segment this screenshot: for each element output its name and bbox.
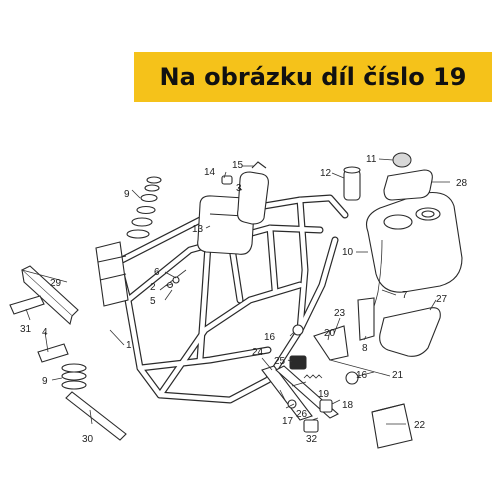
pump-part-12: [343, 166, 361, 201]
filler-part-28: [383, 169, 433, 201]
callout-20: 20: [324, 328, 336, 339]
part-number-banner: Na obrázku díl číslo 19: [134, 52, 492, 102]
callout-25: 25: [274, 356, 286, 367]
reservoir-part-3: [237, 171, 269, 225]
callout-28: 28: [456, 178, 468, 189]
callout-16-left: 16: [264, 332, 276, 343]
callout-10: 10: [342, 247, 354, 258]
callout-19: 19: [318, 389, 330, 400]
banner-text: Na obrázku díl číslo 19: [159, 63, 467, 91]
callout-2: 2: [150, 282, 156, 293]
callout-13: 13: [192, 224, 204, 235]
callout-16-right: 16: [356, 370, 368, 381]
box-part-22: [371, 403, 413, 449]
plate-part-31: [9, 295, 45, 315]
callout-9-lower: 9: [42, 376, 48, 387]
bushing-part-18: [319, 399, 333, 413]
callout-22: 22: [414, 420, 426, 431]
callout-7: 7: [402, 290, 408, 301]
callout-5: 5: [150, 296, 156, 307]
callout-8: 8: [362, 343, 368, 354]
callout-29: 29: [50, 278, 62, 289]
bolt-part-21: [329, 359, 391, 377]
callout-4: 4: [42, 327, 48, 338]
callout-21: 21: [392, 370, 404, 381]
bracket-part-20: [313, 325, 349, 361]
callout-9-upper: 9: [124, 189, 130, 200]
callout-17: 17: [282, 416, 294, 427]
leader-lines: [21, 158, 450, 425]
callout-27: 27: [436, 294, 448, 305]
callout-24: 24: [252, 347, 264, 358]
callout-11: 11: [366, 154, 377, 165]
callout-12: 12: [320, 168, 332, 179]
cap-part-15: [251, 161, 267, 169]
nut-part-32: [303, 419, 319, 433]
cap-part-11: [392, 152, 412, 168]
bracket-part-29: [21, 265, 79, 326]
rubber-part-25: [289, 355, 307, 370]
bar-part-30: [65, 391, 127, 441]
callout-3: 3: [236, 183, 242, 194]
bushing-part-16-right: [345, 371, 359, 385]
bracket-part-8: [357, 297, 375, 341]
fuel-tank-part-10: [365, 191, 463, 293]
callout-32: 32: [306, 434, 318, 445]
callout-14: 14: [204, 167, 216, 178]
callout-26: 26: [296, 409, 308, 420]
plate-part-4: [37, 343, 69, 363]
callout-31: 31: [20, 324, 32, 335]
callout-15: 15: [232, 160, 244, 171]
callout-1: 1: [126, 340, 132, 351]
cap-part-14: [221, 175, 233, 185]
bushing-part-16-left: [292, 324, 304, 336]
callout-30: 30: [82, 434, 94, 445]
bearing-set-part-9-upper: [126, 176, 162, 239]
callout-labels: 1 2 3 4 5 6 7 8 9 9 10 11 12 13 14 15 16…: [20, 154, 468, 445]
callout-6: 6: [154, 267, 160, 278]
callout-18: 18: [342, 400, 354, 411]
spring-part-19: [303, 374, 323, 379]
bearing-set-part-9-lower: [61, 363, 87, 390]
callout-23: 23: [334, 308, 346, 319]
cover-part-27: [379, 307, 441, 357]
